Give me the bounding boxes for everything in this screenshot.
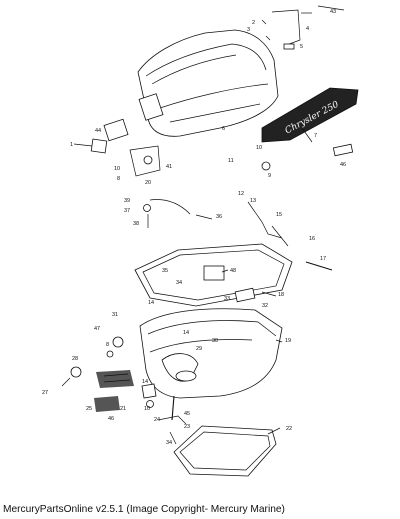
bracket <box>234 287 256 303</box>
callout-21[interactable]: 21 <box>120 406 126 412</box>
callout-38[interactable]: 38 <box>133 221 139 227</box>
callout-15[interactable]: 15 <box>276 212 282 218</box>
callout-27[interactable]: 27 <box>42 390 48 396</box>
callout-43[interactable]: 43 <box>330 9 336 15</box>
lower-cowl <box>106 308 283 399</box>
callout-10-top[interactable]: 10 <box>256 145 262 151</box>
callout-20[interactable]: 20 <box>145 180 151 186</box>
left-bottom-parts <box>61 366 157 412</box>
callout-1[interactable]: 1 <box>70 142 73 148</box>
callout-46-b[interactable]: 46 <box>108 416 114 422</box>
callout-37[interactable]: 37 <box>124 208 130 214</box>
choke-linkage <box>143 161 333 271</box>
callout-44[interactable]: 44 <box>95 128 101 134</box>
callout-9[interactable]: 9 <box>268 173 271 179</box>
lower-cowl-gasket <box>134 243 293 307</box>
callout-12[interactable]: 12 <box>238 191 244 197</box>
callout-19[interactable]: 19 <box>285 338 291 344</box>
callout-13[interactable]: 13 <box>250 198 256 204</box>
callout-35[interactable]: 35 <box>162 268 168 274</box>
callout-31[interactable]: 31 <box>112 312 118 318</box>
callout-6[interactable]: 6 <box>222 126 225 132</box>
leader-lines <box>73 12 313 435</box>
callout-14-c[interactable]: 14 <box>142 379 148 385</box>
callout-33[interactable]: 33 <box>224 296 230 302</box>
callout-34-b[interactable]: 34 <box>166 440 172 446</box>
top-cowl <box>137 29 279 137</box>
copyright-caption: MercuryPartsOnline v2.5.1 (Image Copyrig… <box>3 504 285 515</box>
callout-4[interactable]: 4 <box>306 26 309 32</box>
callout-3[interactable]: 3 <box>247 27 250 33</box>
callout-7[interactable]: 7 <box>314 133 317 139</box>
callout-2[interactable]: 2 <box>252 20 255 26</box>
callout-23[interactable]: 23 <box>184 424 190 430</box>
callout-11[interactable]: 11 <box>228 158 234 164</box>
callout-8-b[interactable]: 8 <box>106 342 109 348</box>
callout-46[interactable]: 46 <box>340 162 346 168</box>
callout-32[interactable]: 32 <box>262 303 268 309</box>
callout-47[interactable]: 47 <box>94 326 100 332</box>
callout-17[interactable]: 17 <box>320 256 326 262</box>
callout-14-a[interactable]: 14 <box>148 300 154 306</box>
callout-14-b[interactable]: 14 <box>183 330 189 336</box>
switch-plate <box>90 118 161 177</box>
callout-24[interactable]: 24 <box>154 417 160 423</box>
label-plate <box>332 143 354 157</box>
callout-28[interactable]: 28 <box>72 356 78 362</box>
parts-diagram: Chrysler 250 <box>42 5 359 477</box>
callout-48[interactable]: 48 <box>230 268 236 274</box>
callout-16[interactable]: 16 <box>309 236 315 242</box>
callout-39[interactable]: 39 <box>124 198 130 204</box>
callout-41[interactable]: 41 <box>166 164 172 170</box>
callout-5[interactable]: 5 <box>300 44 303 50</box>
callout-18[interactable]: 18 <box>278 292 284 298</box>
callout-30[interactable]: 30 <box>212 338 218 344</box>
lower-linkage <box>157 395 187 445</box>
callout-25[interactable]: 25 <box>86 406 92 412</box>
callout-22[interactable]: 22 <box>286 426 292 432</box>
callout-45[interactable]: 45 <box>184 411 190 417</box>
callout-34[interactable]: 34 <box>176 280 182 286</box>
callout-10-c[interactable]: 10 <box>144 406 150 412</box>
callout-36[interactable]: 36 <box>216 214 222 220</box>
latch-lever <box>261 5 345 50</box>
bottom-seal <box>173 425 277 477</box>
callout-8[interactable]: 8 <box>117 176 120 182</box>
callout-labels: 43 2 3 4 5 6 7 46 44 1 10 11 9 10 8 41 2… <box>42 9 346 446</box>
exploded-view-drawing: Chrysler 250 <box>42 5 359 477</box>
callout-10[interactable]: 10 <box>114 166 120 172</box>
callout-29[interactable]: 29 <box>196 346 202 352</box>
